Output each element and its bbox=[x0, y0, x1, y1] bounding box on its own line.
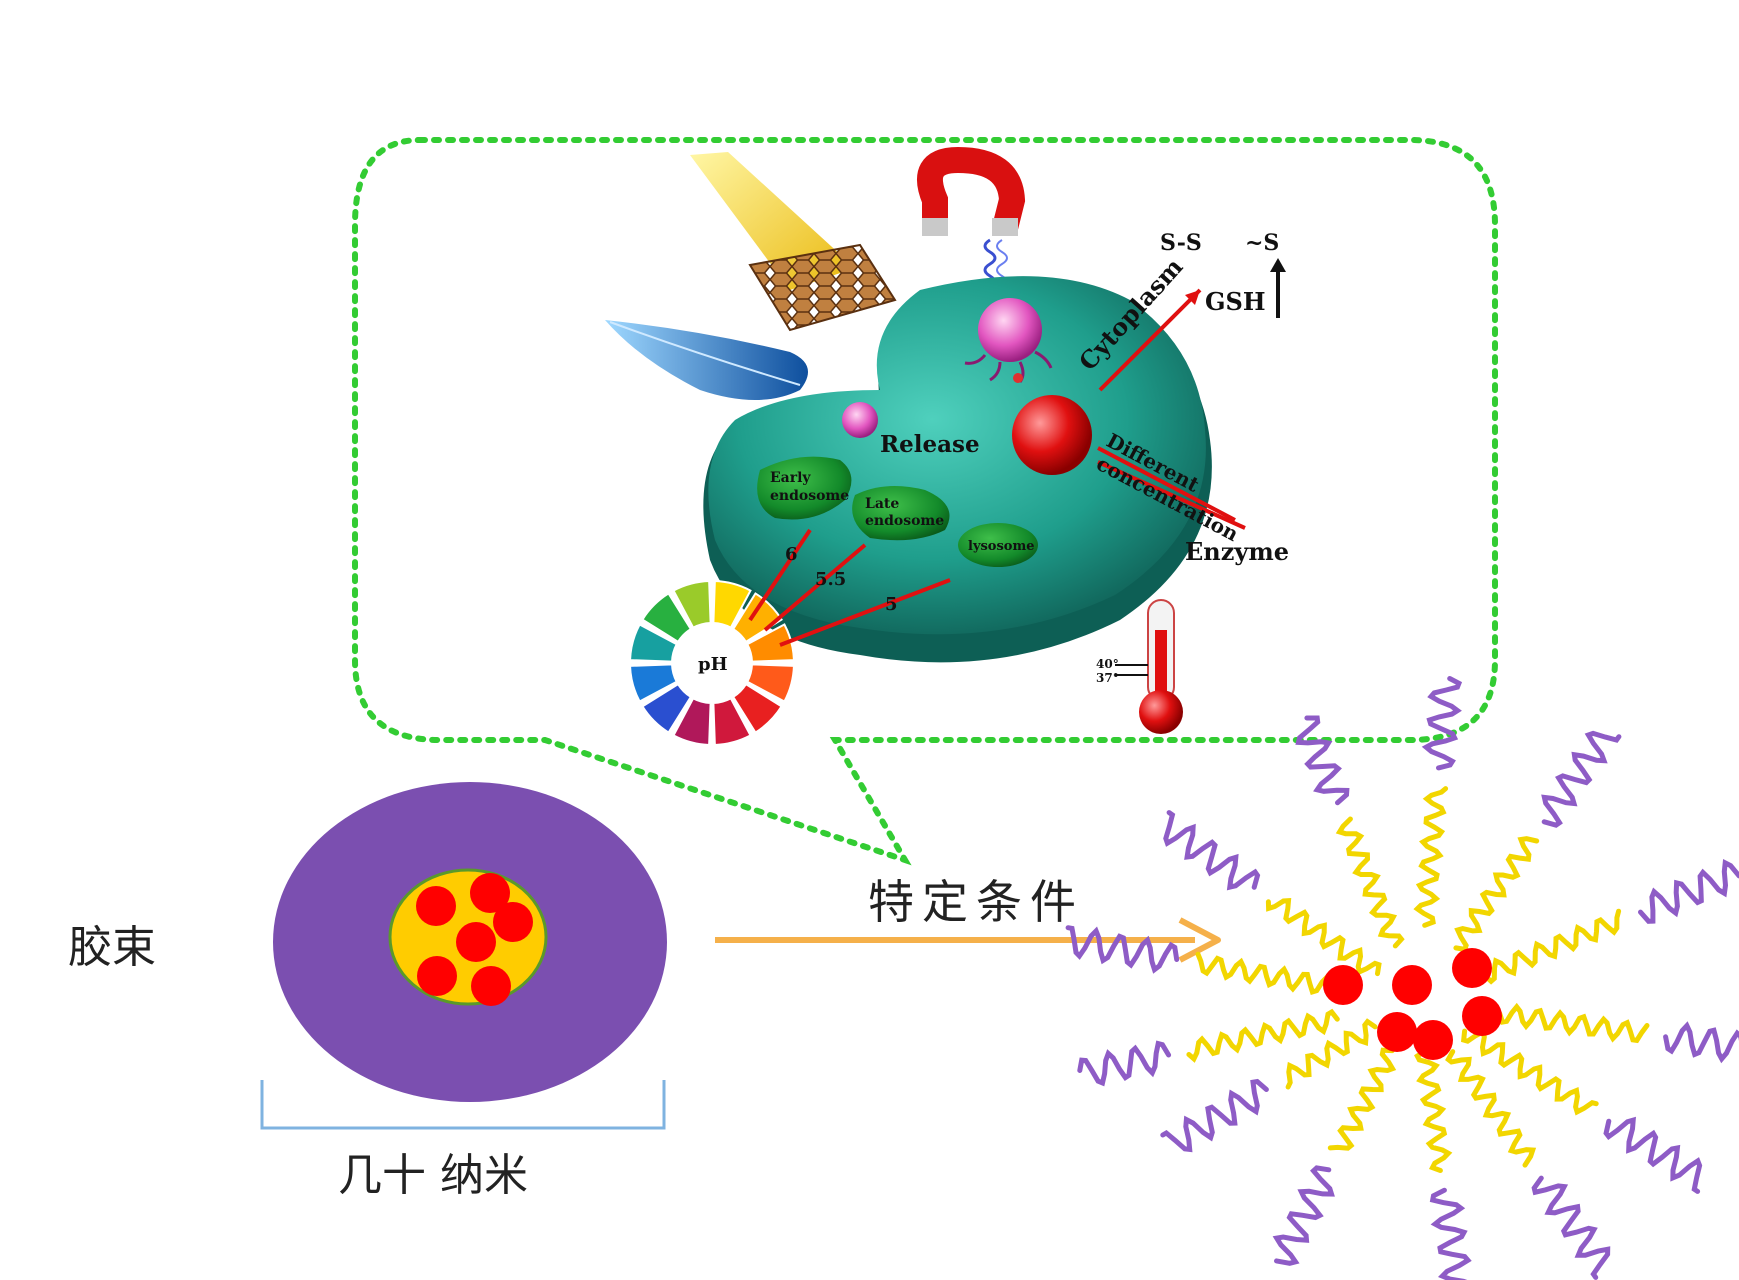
drug-dot bbox=[417, 956, 457, 996]
temp-high: 40° bbox=[1096, 657, 1119, 671]
hydrophilic-chain bbox=[1531, 1175, 1611, 1280]
condition-label: 特定条件 bbox=[868, 875, 1084, 929]
ph-wedge bbox=[745, 663, 795, 703]
hydrophobic-chain bbox=[1461, 1028, 1599, 1116]
late-endosome-label: Late bbox=[865, 496, 899, 512]
size-label: 几十 纳米 bbox=[338, 1150, 528, 1201]
ph-wedge bbox=[745, 623, 795, 663]
hydrophobic-chain bbox=[1414, 1048, 1453, 1173]
nanoparticle-icon bbox=[964, 298, 1053, 383]
ph-wedge bbox=[641, 682, 693, 734]
hydrophilic-chain bbox=[1272, 1165, 1335, 1266]
hydrophilic-chain bbox=[1295, 715, 1350, 806]
released-particle-icon bbox=[842, 402, 878, 438]
hydrophilic-chain bbox=[1163, 810, 1261, 891]
gsh-label: GSH bbox=[1205, 287, 1266, 316]
hydrophilic-chain bbox=[1638, 859, 1739, 924]
released-drug-dot bbox=[1377, 1012, 1417, 1052]
ph-value-5-5: 5.5 bbox=[815, 569, 846, 590]
late-endosome: Late endosome bbox=[852, 486, 950, 541]
disulfide-right: ~S bbox=[1245, 230, 1279, 256]
early-endosome-label-2: endosome bbox=[770, 488, 849, 504]
ph-wedge bbox=[672, 696, 712, 746]
released-drug-dot bbox=[1462, 996, 1502, 1036]
released-drug-dot bbox=[1413, 1020, 1453, 1060]
ph-value-5: 5 bbox=[885, 594, 898, 615]
lysosome-label: lysosome bbox=[968, 539, 1035, 554]
red-sphere bbox=[1012, 395, 1092, 475]
temp-low: 37° bbox=[1096, 671, 1119, 685]
ph-wedge bbox=[731, 682, 783, 734]
released-drug-dot bbox=[1452, 948, 1492, 988]
ph-wheel: pH bbox=[629, 580, 795, 746]
hydrophilic-chain bbox=[1421, 676, 1463, 771]
hydrophilic-chain bbox=[1429, 1187, 1472, 1280]
hydrophobic-chain bbox=[1285, 1018, 1378, 1090]
release-label: Release bbox=[880, 431, 980, 458]
hydrophobic-chain bbox=[1186, 1008, 1340, 1063]
enzyme-label: Enzyme bbox=[1185, 537, 1289, 566]
early-endosome-label: Early bbox=[770, 470, 811, 486]
hydrophobic-chain bbox=[1327, 1047, 1397, 1151]
hydrophobic-chain bbox=[1335, 816, 1405, 949]
disulfide-left: S-S bbox=[1160, 230, 1202, 256]
drug-dot bbox=[471, 966, 511, 1006]
hydrophilic-chain bbox=[1603, 1116, 1703, 1194]
hydrophobic-chain bbox=[1413, 786, 1449, 928]
nanoleaf-icon bbox=[605, 320, 808, 400]
hydrophobic-chain bbox=[1481, 908, 1622, 985]
hydrophilic-chain bbox=[1065, 925, 1180, 974]
drug-dot bbox=[456, 922, 496, 962]
scale-bar bbox=[260, 1080, 666, 1130]
callout-bubble bbox=[352, 137, 1498, 866]
hydrophobic-chain bbox=[1265, 898, 1382, 977]
hydrophobic-chain bbox=[1453, 836, 1540, 953]
drug-dot bbox=[416, 886, 456, 926]
ph-wedge bbox=[712, 696, 752, 746]
hydrophilic-chain bbox=[1160, 1078, 1269, 1153]
thermometer-icon: 40° 37° bbox=[1096, 599, 1183, 734]
micelle-label: 胶束 bbox=[68, 922, 156, 973]
cell bbox=[703, 276, 1212, 663]
light-source-icon bbox=[690, 152, 897, 332]
hydrophilic-chain bbox=[1077, 1040, 1172, 1087]
ph-wedge bbox=[641, 592, 693, 644]
released-drug-dot bbox=[1323, 965, 1363, 1005]
ph-arrows: 6 5.5 5 bbox=[748, 528, 951, 647]
drug-dot bbox=[470, 873, 510, 913]
ph-value-6: 6 bbox=[785, 544, 798, 565]
ph-wedge bbox=[712, 580, 752, 630]
ph-label: pH bbox=[698, 654, 728, 675]
hydrophobic-chain bbox=[1497, 1002, 1650, 1044]
hydrophobic-chain bbox=[1445, 1049, 1537, 1168]
released-drug-cluster bbox=[1323, 948, 1502, 1060]
hydrophilic-chain bbox=[1541, 730, 1622, 828]
early-endosome: Early endosome bbox=[757, 456, 852, 520]
ph-wedge bbox=[672, 580, 712, 630]
released-drug-dot bbox=[1392, 965, 1432, 1005]
lysosome: lysosome bbox=[958, 523, 1038, 567]
drug-cluster bbox=[416, 873, 533, 1006]
drug-dot bbox=[493, 902, 533, 942]
hydrophilic-chain bbox=[1663, 1021, 1739, 1064]
micelle bbox=[273, 782, 667, 1102]
ph-wedge bbox=[629, 623, 679, 663]
ph-wedge bbox=[629, 663, 679, 703]
late-endosome-label-2: endosome bbox=[865, 513, 944, 529]
